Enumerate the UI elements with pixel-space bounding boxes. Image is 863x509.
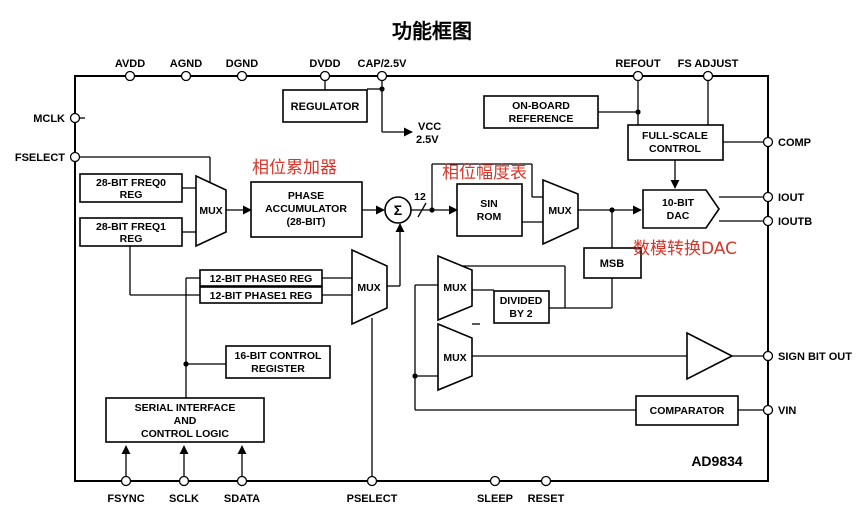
output-mux bbox=[542, 178, 579, 246]
pin-vin: VIN bbox=[778, 405, 796, 417]
control-register-block bbox=[225, 345, 331, 379]
comparator-label: COMPARATOR bbox=[650, 405, 725, 417]
phase0-label: 12-BIT PHASE0 REG bbox=[210, 273, 313, 285]
comparator-block bbox=[635, 395, 739, 426]
pin-dvdd: DVDD bbox=[309, 58, 340, 70]
sign-mux-lower bbox=[437, 322, 473, 392]
divided-by-2-block bbox=[493, 290, 550, 324]
freq-mux bbox=[195, 174, 227, 248]
phase1-label: 12-BIT PHASE1 REG bbox=[210, 290, 313, 302]
vcc-voltage: 2.5V bbox=[416, 134, 439, 146]
divided-line2: BY 2 bbox=[509, 308, 532, 320]
serial-line3: CONTROL LOGIC bbox=[141, 428, 229, 440]
msb-label: MSB bbox=[600, 258, 625, 270]
freq0-register bbox=[79, 173, 183, 203]
serial-line1: SERIAL INTERFACE bbox=[135, 402, 236, 414]
full-scale-line1: FULL-SCALE bbox=[642, 130, 708, 142]
control-reg-line1: 16-BIT CONTROL bbox=[235, 350, 323, 362]
divided-line1: DIVIDED bbox=[500, 295, 543, 307]
pin-circles bbox=[69, 70, 774, 487]
sign-mux-lower-label: MUX bbox=[443, 352, 466, 364]
diagram-title: 功能框图 bbox=[392, 19, 472, 43]
control-reg-line2: REGISTER bbox=[251, 363, 305, 375]
pin-fs-adjust: FS ADJUST bbox=[678, 58, 739, 70]
pin-mclk: MCLK bbox=[33, 113, 65, 125]
pin-pselect: PSELECT bbox=[347, 493, 398, 505]
chip-name: AD9834 bbox=[691, 453, 743, 469]
pin-refout: REFOUT bbox=[615, 58, 661, 70]
pin-sdata: SDATA bbox=[224, 493, 260, 505]
phase0-register bbox=[199, 269, 323, 287]
serial-interface-block bbox=[105, 397, 265, 443]
sign-mux-upper-label: MUX bbox=[443, 282, 466, 294]
freq0-line1: 28-BIT FREQ0 bbox=[96, 177, 166, 189]
onboard-reference-line1: ON-BOARD bbox=[512, 100, 570, 112]
phase-accumulator-block bbox=[250, 181, 363, 238]
sigma-symbol: Σ bbox=[394, 202, 402, 218]
regulator-label: REGULATOR bbox=[291, 101, 360, 113]
freq1-register bbox=[79, 217, 183, 247]
serial-line2: AND bbox=[174, 415, 197, 427]
bus-width-label: 12 bbox=[414, 191, 426, 203]
pin-sclk: SCLK bbox=[169, 493, 199, 505]
pin-avdd: AVDD bbox=[115, 58, 145, 70]
regulator-block bbox=[282, 89, 368, 123]
dac-line1: 10-BIT bbox=[662, 197, 695, 209]
dac-line2: DAC bbox=[667, 210, 690, 222]
annotation-phase-amplitude-table: 相位幅度表 bbox=[442, 163, 527, 183]
freq-mux-label: MUX bbox=[199, 205, 222, 217]
pin-fselect: FSELECT bbox=[15, 152, 65, 164]
pin-comp: COMP bbox=[778, 137, 811, 149]
sin-rom-block bbox=[456, 183, 523, 237]
sin-rom-line1: SIN bbox=[480, 198, 498, 210]
wires bbox=[75, 76, 768, 481]
onboard-reference-line2: REFERENCE bbox=[509, 113, 574, 125]
msb-block bbox=[583, 247, 642, 279]
phase-mux-label: MUX bbox=[357, 282, 380, 294]
full-scale-line2: CONTROL bbox=[649, 143, 701, 155]
phase1-register bbox=[199, 286, 323, 304]
junction-dots bbox=[183, 86, 641, 379]
phase-acc-line3: (28-BIT) bbox=[286, 216, 325, 228]
phase-mux bbox=[351, 248, 388, 326]
vcc-label: VCC bbox=[418, 121, 441, 133]
sign-mux-upper bbox=[437, 254, 473, 322]
sign-bit-buffer bbox=[686, 331, 734, 381]
annotation-dac: 数模转换DAC bbox=[633, 239, 737, 259]
pin-ioutb: IOUTB bbox=[778, 216, 812, 228]
pin-sign-bit-out: SIGN BIT OUT bbox=[778, 351, 852, 363]
output-mux-label: MUX bbox=[548, 205, 571, 217]
annotation-phase-accumulator: 相位累加器 bbox=[252, 158, 337, 178]
freq1-line2: REG bbox=[120, 233, 143, 245]
sigma-adder bbox=[384, 196, 412, 224]
freq1-line1: 28-BIT FREQ1 bbox=[96, 221, 166, 233]
pin-fsync: FSYNC bbox=[107, 493, 144, 505]
onboard-reference-block bbox=[483, 95, 599, 129]
phase-acc-line2: ACCUMULATOR bbox=[265, 203, 347, 215]
pin-agnd: AGND bbox=[170, 58, 202, 70]
phase-acc-line1: PHASE bbox=[288, 190, 324, 202]
pin-iout: IOUT bbox=[778, 192, 805, 204]
dac-block bbox=[642, 189, 720, 229]
pin-dgnd: DGND bbox=[226, 58, 258, 70]
full-scale-control-block bbox=[627, 124, 724, 161]
sin-rom-line2: ROM bbox=[477, 211, 502, 223]
pin-sleep: SLEEP bbox=[477, 493, 513, 505]
freq0-line2: REG bbox=[120, 189, 143, 201]
pin-reset: RESET bbox=[528, 493, 565, 505]
pin-cap: CAP/2.5V bbox=[358, 58, 408, 70]
